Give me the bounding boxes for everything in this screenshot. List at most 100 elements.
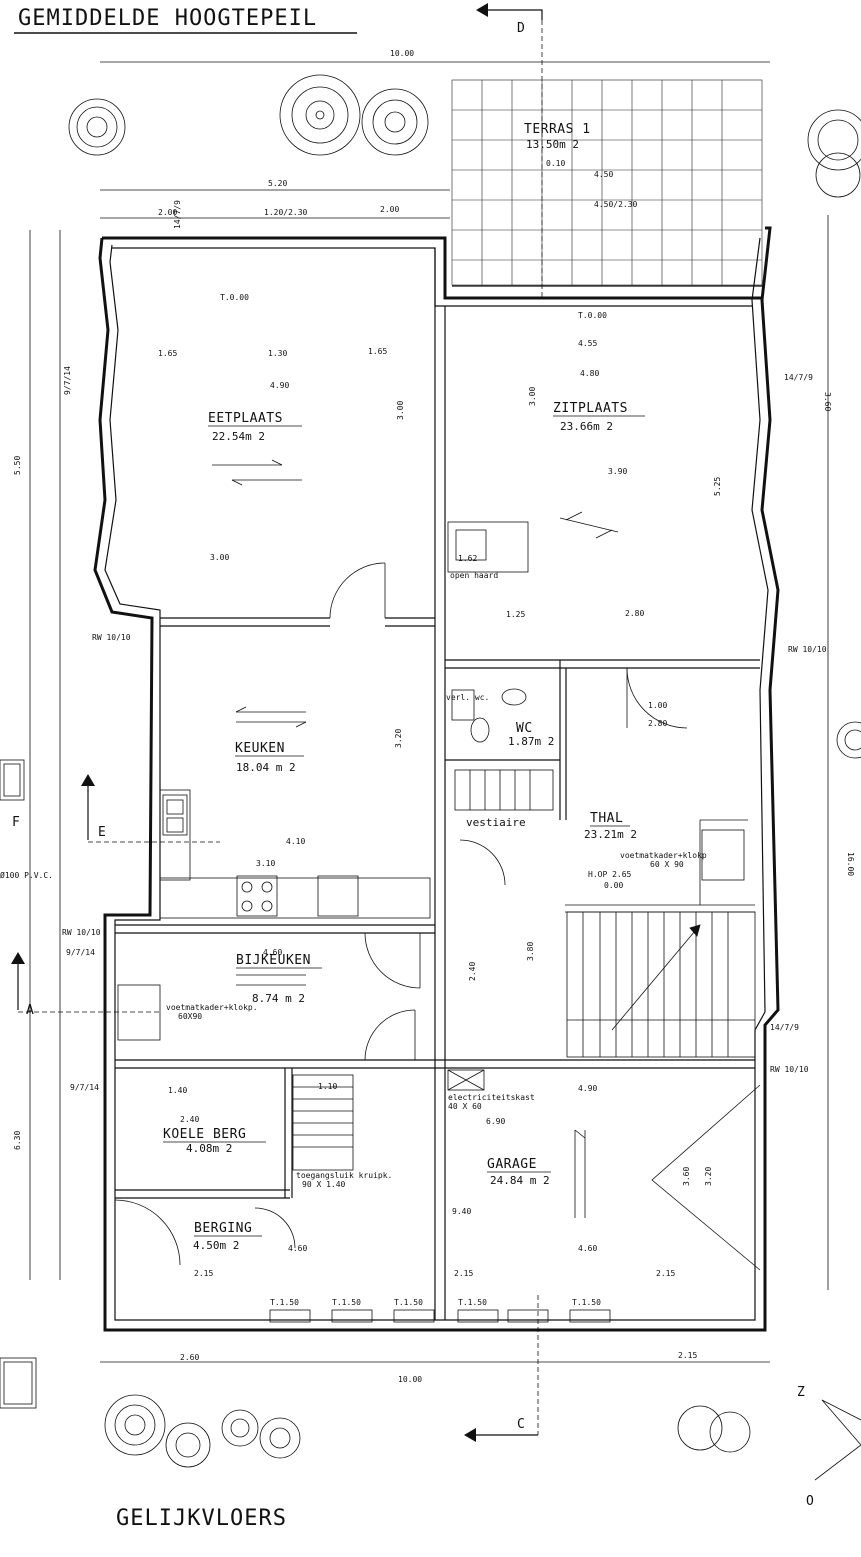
dim-460-bij: 4.60 (263, 948, 282, 957)
terras-grid (451, 79, 763, 286)
eetplaats-label: EETPLAATS (208, 411, 283, 426)
dim-410: 4.10 (286, 837, 305, 846)
window-t150-3: T.1.50 (394, 1298, 423, 1307)
terras-label: TERRAS 1 (524, 122, 591, 137)
dim-310: 3.10 (256, 859, 275, 868)
window-t150-5: T.1.50 (572, 1298, 601, 1307)
hop-label: H.OP 2.65 (588, 870, 632, 879)
dim-390: 3.90 (608, 467, 627, 476)
eetplaats-area: 22.54m 2 (212, 430, 265, 443)
dim-215b: 2.15 (454, 1269, 473, 1278)
toegang-label: toegangsluik kruipk. (296, 1171, 392, 1180)
section-label-f: F (12, 815, 20, 830)
wc-label: WC (516, 721, 533, 736)
open-haard-label: open haard (450, 571, 498, 580)
dim-280-zit: 2.80 (625, 609, 644, 618)
dim-215a: 2.15 (194, 1269, 213, 1278)
section-arrow-c (464, 1295, 539, 1442)
window-t150-4: T.1.50 (458, 1298, 487, 1307)
dim-bottom-1000: 10.00 (398, 1375, 422, 1384)
dim-380: 3.80 (526, 942, 535, 961)
elec-size: 40 X 60 (448, 1102, 482, 1111)
fireplace (447, 521, 529, 573)
koele-berg-area: 4.08m 2 (186, 1142, 232, 1155)
fridge-icon (317, 875, 359, 917)
dim-1479-right: 14/7/9 (784, 373, 813, 382)
rw-left-top: RW 10/10 (92, 633, 131, 642)
rw-right-b: RW 10/10 (770, 1065, 809, 1074)
tree-icon (68, 98, 126, 156)
dim-940: 9.40 (452, 1207, 471, 1216)
voetmat-hal-label: voetmatkader+klokp (620, 851, 707, 860)
vestiaire-label: vestiaire (466, 816, 526, 829)
dim-125: 1.25 (506, 610, 525, 619)
verl-wc-label: verl. wc. (446, 693, 489, 702)
dim-280-hal: 2.80 (648, 719, 667, 728)
dim-360-garage: 3.60 (682, 1167, 691, 1186)
terras-area: 13.50m 2 (526, 138, 579, 151)
section-label-d: D (517, 21, 525, 36)
garage-label: GARAGE (487, 1157, 537, 1172)
dim-9714-c: 9/7/14 (70, 1083, 99, 1092)
window-t150-1: T.1.50 (270, 1298, 299, 1307)
dim-320-keuken: 3.20 (394, 729, 403, 748)
dim-480: 4.80 (580, 369, 599, 378)
dim-162: 1.62 (458, 554, 477, 563)
dim-690: 6.90 (486, 1117, 505, 1126)
bijkeuken-area: 8.74 m 2 (252, 992, 305, 1005)
sink-icon (162, 794, 188, 836)
garage-area: 24.84 m 2 (490, 1174, 550, 1187)
section-label-c: C (517, 1417, 525, 1432)
dim-200b: 2.00 (380, 205, 399, 214)
voetmat-bijkeuken-size: 60X90 (178, 1012, 202, 1021)
berging-label: BERGING (194, 1221, 252, 1236)
dim-550: 5.50 (13, 456, 22, 475)
koele-berg-shelves (292, 1074, 354, 1171)
zitplaats-area: 23.66m 2 (560, 420, 613, 433)
toegang-size: 90 X 1.40 (302, 1180, 346, 1189)
eetplaats-direction-icon (212, 459, 302, 486)
section-arrow-a (11, 952, 160, 1013)
dim-460-garage: 4.60 (578, 1244, 597, 1253)
thal-area: 23.21m 2 (584, 828, 637, 841)
dim-240-koele: 2.40 (180, 1115, 199, 1124)
dim-300-eet: 3.00 (210, 553, 229, 562)
dim-490-eet: 4.90 (270, 381, 289, 390)
bijkeuken-label: BIJKEUKEN (236, 953, 311, 968)
window-t150-2: T.1.50 (332, 1298, 361, 1307)
dim-1479-right-b: 14/7/9 (770, 1023, 799, 1032)
rw-left: RW 10/10 (62, 928, 101, 937)
dim-455: 4.55 (578, 339, 597, 348)
dim-terras-450-230: 4.50/2.30 (594, 200, 638, 209)
dim-215-bottom: 2.15 (678, 1351, 697, 1360)
bottom-windows (269, 1309, 611, 1323)
staircase (566, 911, 756, 1058)
section-arrow-d (476, 3, 543, 300)
door-swings (114, 562, 688, 1266)
dim-terras-010: 0.10 (546, 159, 565, 168)
footer-title: GELIJKVLOERS (116, 1506, 287, 1531)
dim-top-1000: 10.00 (390, 49, 414, 58)
tree-icon (677, 1405, 751, 1453)
dim-260: 2.60 (180, 1353, 199, 1362)
dim-130a: 1.30 (268, 349, 287, 358)
dim-120-230: 1.20/2.30 (264, 208, 308, 217)
tree-icon (104, 1394, 166, 1456)
dim-140-koele: 1.40 (168, 1086, 187, 1095)
tree-icon (836, 721, 861, 759)
rw-right-a: RW 10/10 (788, 645, 827, 654)
dim-520: 5.20 (268, 179, 287, 188)
voetmat-bijkeuken-label: voetmatkader+klokp. (166, 1003, 258, 1012)
hop-level: 0.00 (604, 881, 623, 890)
garage-door-swing (651, 1084, 761, 1271)
dim-240: 2.40 (468, 962, 477, 981)
compass-z: Z (797, 1385, 805, 1400)
berging-area: 4.50m 2 (193, 1239, 239, 1252)
level-t000-a: T.0.00 (220, 293, 249, 302)
tree-icon (221, 1409, 259, 1447)
doormat-bijkeuken (117, 984, 161, 1041)
doormat-hal (701, 829, 745, 881)
electric-cabinet (447, 1069, 485, 1091)
section-label-a: A (26, 1003, 34, 1018)
